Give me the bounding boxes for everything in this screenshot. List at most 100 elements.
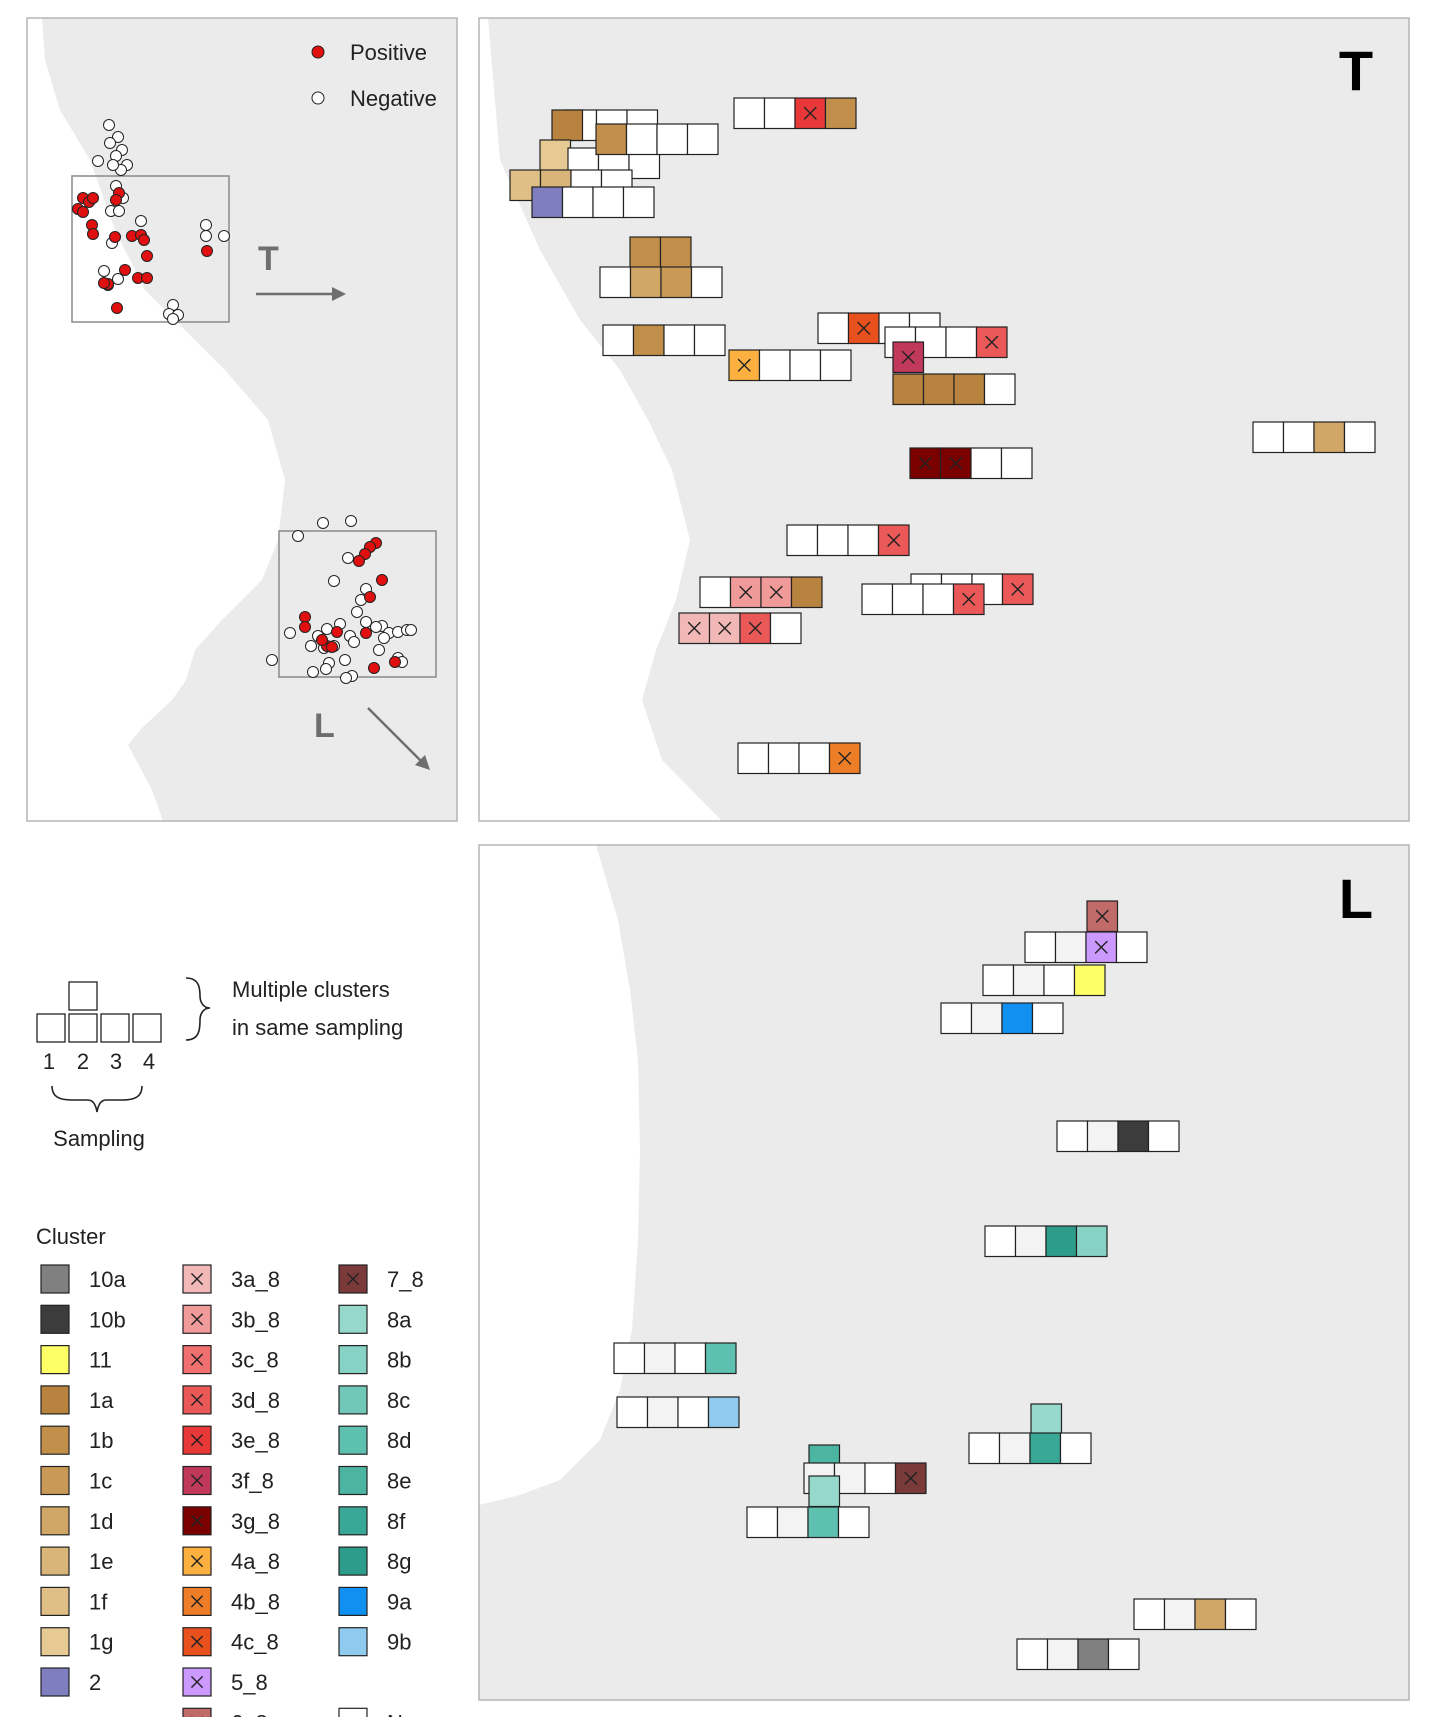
legend-label: 4b_8 [231, 1589, 280, 1614]
legend-swatch [183, 1346, 211, 1374]
sampling-cell [792, 577, 823, 608]
sampling-cell [645, 1343, 676, 1374]
sampling-cell [893, 584, 924, 615]
legend-swatch [183, 1426, 211, 1454]
negative-point [201, 231, 212, 242]
legend-swatch [183, 1386, 211, 1414]
key-cell [37, 1014, 65, 1042]
legend-swatch [339, 1547, 367, 1575]
sampling-cell [1031, 1404, 1062, 1435]
sampling-cell [634, 325, 665, 356]
sampling-cell [1014, 965, 1045, 996]
sampling-cell [1003, 574, 1034, 605]
negative-point [293, 531, 304, 542]
legend-label: 4a_8 [231, 1549, 280, 1574]
negative-point [343, 553, 354, 564]
sampling-cell [848, 525, 879, 556]
legend-swatch [183, 1668, 211, 1696]
sampling-cell [1077, 1226, 1108, 1257]
panel-t-label: T [1339, 39, 1373, 102]
sampling-cell [971, 448, 1002, 479]
legend-swatch [183, 1628, 211, 1656]
legend-label: 3e_8 [231, 1428, 280, 1453]
sampling-cell [809, 1476, 840, 1507]
legend-negative-label: Negative [350, 86, 437, 111]
legend-label: 3c_8 [231, 1348, 279, 1373]
sampling-cell [631, 267, 662, 298]
sampling-cell [532, 187, 563, 218]
positive-point [300, 622, 311, 633]
legend-label: 6_8 [231, 1710, 268, 1717]
sampling-label: Sampling [53, 1126, 145, 1151]
sampling-cell [1002, 448, 1033, 479]
sampling-cell [1195, 1599, 1226, 1630]
legend-swatch [339, 1467, 367, 1495]
sampling-cell [1345, 422, 1376, 453]
sampling-cell [1002, 1003, 1033, 1034]
legend-swatch [339, 1386, 367, 1414]
legend-swatch [41, 1547, 69, 1575]
sampling-cell [675, 1343, 706, 1374]
sampling-cell [1025, 932, 1056, 963]
positive-point [361, 628, 372, 639]
negative-point [105, 138, 116, 149]
sampling-cell [731, 577, 762, 608]
sampling-cell [734, 98, 765, 129]
sampling-cell [1088, 1121, 1119, 1152]
negative-point [349, 637, 360, 648]
positive-point [120, 265, 131, 276]
negative-point [379, 633, 390, 644]
positive-point [202, 246, 213, 257]
sampling-cell [563, 187, 594, 218]
panel-l-label: L [1339, 867, 1373, 930]
legend-label: 3d_8 [231, 1388, 280, 1413]
sampling-cell [596, 124, 627, 155]
legend-label: 1f [89, 1589, 108, 1614]
legend-swatch [339, 1346, 367, 1374]
sampling-cell [969, 1433, 1000, 1464]
sampling-cell [1061, 1433, 1092, 1464]
negative-point [136, 216, 147, 227]
sampling-cell [709, 1397, 740, 1428]
negative-point [321, 664, 332, 675]
legend-swatch [339, 1426, 367, 1454]
sampling-cell [603, 325, 634, 356]
negative-point [340, 655, 351, 666]
sampling-cell [879, 525, 910, 556]
positive-point [369, 663, 380, 674]
sampling-cell [661, 267, 692, 298]
sampling-cell [593, 187, 624, 218]
sampling-cell [688, 124, 719, 155]
positive-point [112, 303, 123, 314]
negative-point [374, 645, 385, 656]
legend-label: 8c [387, 1388, 410, 1413]
legend-swatch [339, 1507, 367, 1535]
key-cell [101, 1014, 129, 1042]
sampling-cell [1134, 1599, 1165, 1630]
negative-point [371, 622, 382, 633]
sampling-cell [862, 584, 893, 615]
negative-point [113, 274, 124, 285]
legend-label: 10b [89, 1307, 126, 1332]
positive-point [390, 657, 401, 668]
legend-swatch [41, 1305, 69, 1333]
legend-label: 3g_8 [231, 1509, 280, 1534]
sampling-cell [977, 327, 1008, 358]
positive-point [99, 278, 110, 289]
positive-point [300, 612, 311, 623]
legend-label: 8f [387, 1509, 406, 1534]
negative-point [306, 641, 317, 652]
region-l-label: L [314, 707, 335, 745]
legend-label: 3a_8 [231, 1267, 280, 1292]
legend-label: 1e [89, 1549, 113, 1574]
legend-swatch [339, 1587, 367, 1615]
sampling-cell [826, 98, 857, 129]
sampling-cell [985, 1226, 1016, 1257]
legend-label: 8e [387, 1469, 411, 1494]
legend-swatch [183, 1467, 211, 1495]
sampling-cell [818, 313, 849, 344]
sampling-cell [787, 525, 818, 556]
cluster-legend: Cluster 10a10b111a1b1c1d1e1f1g23a_83b_83… [36, 1224, 433, 1717]
negative-point [114, 206, 125, 217]
